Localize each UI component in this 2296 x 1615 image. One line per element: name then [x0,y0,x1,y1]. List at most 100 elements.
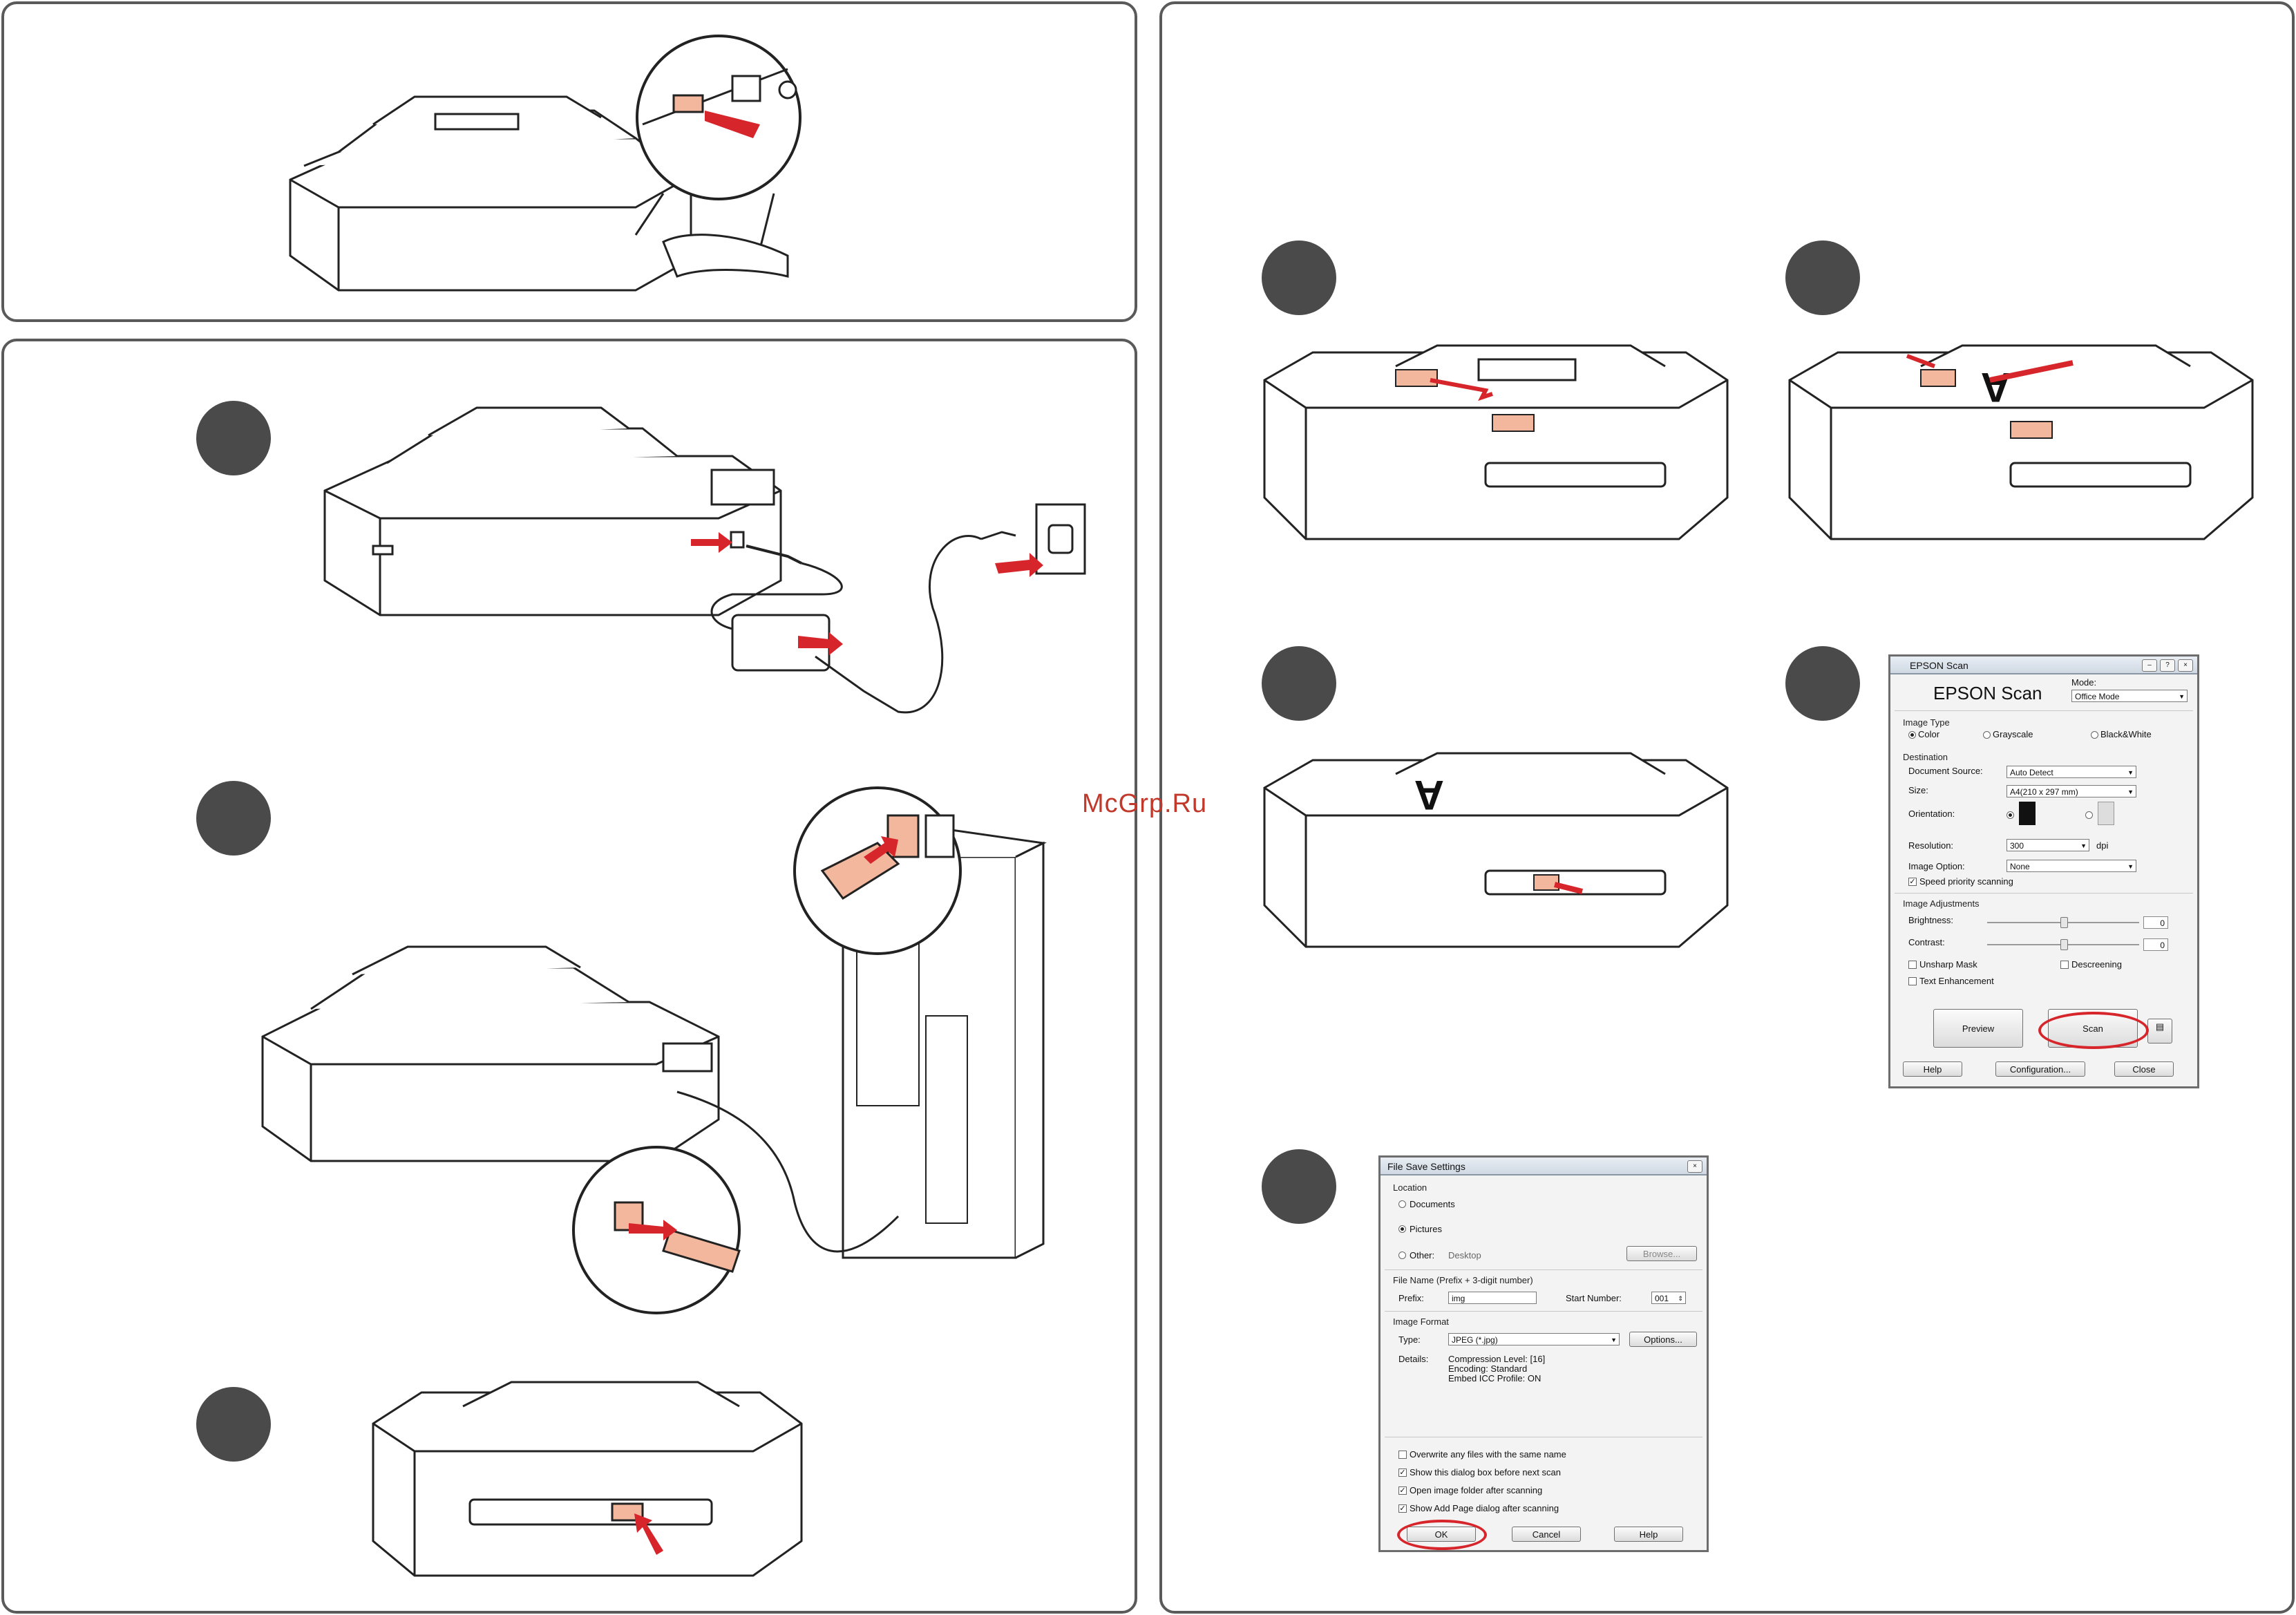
file-save-settings-button[interactable]: ▤ [2147,1019,2172,1043]
landscape-icon [2098,802,2114,825]
cancel-button[interactable]: Cancel [1512,1527,1581,1542]
help-button[interactable]: Help [1614,1527,1683,1542]
epson-scan-logo: EPSON Scan [1933,683,2042,703]
document-source-label: Document Source: [1908,766,1983,776]
mode-label: Mode: [2071,677,2097,688]
image-option-label: Image Option: [1908,861,1965,871]
blackwhite-label: Black&White [2100,729,2152,739]
details-label: Details: [1398,1354,1429,1364]
file-save-titlebar: File Save Settings × [1381,1158,1707,1175]
start-number-input[interactable]: 001⇕ [1651,1292,1686,1304]
start-number-label: Start Number: [1566,1293,1622,1303]
pictures-radio[interactable] [1398,1225,1406,1233]
resolution-unit: dpi [2096,840,2109,851]
pictures-label: Pictures [1410,1224,1442,1234]
scanner-power-button-illustration [372,1381,803,1577]
show-add-page-checkbox[interactable]: ✓ [1398,1504,1407,1513]
unsharp-mask-label: Unsharp Mask [1919,959,1977,970]
unsharp-mask-checkbox[interactable] [1908,961,1917,969]
contrast-thumb[interactable] [2060,939,2068,950]
location-label: Location [1393,1182,1427,1193]
show-dialog-label: Show this dialog box before next scan [1410,1467,1561,1477]
grayscale-label: Grayscale [1993,729,2033,739]
image-adjustments-label: Image Adjustments [1903,898,1980,909]
minimize-button[interactable]: – [2142,659,2157,672]
documents-radio[interactable] [1398,1200,1406,1208]
brightness-label: Brightness: [1908,915,1954,925]
scanner-load-document-illustration: A [1788,344,2254,540]
close-icon[interactable]: × [1687,1160,1702,1173]
portrait-radio[interactable] [2006,811,2014,819]
size-select[interactable]: A4(210 x 297 mm)▼ [2006,785,2136,797]
svg-text:A: A [1981,364,2011,410]
mode-select[interactable]: Office Mode▼ [2071,690,2188,702]
scanner-usb-connection-illustration [261,786,1047,1314]
descreening-label: Descreening [2071,959,2122,970]
scanner-start-button-illustration: A [1263,752,1729,948]
brightness-value[interactable]: 0 [2143,916,2168,929]
overwrite-checkbox[interactable] [1398,1451,1407,1459]
text-enhancement-checkbox[interactable] [1908,977,1917,985]
browse-button[interactable]: Browse... [1626,1246,1697,1261]
step-circle-4 [1262,240,1336,315]
open-folder-label: Open image folder after scanning [1410,1485,1543,1495]
epson-scan-title: EPSON Scan [1910,660,1968,671]
options-button[interactable]: Options... [1629,1332,1697,1347]
close-icon[interactable]: × [2178,659,2193,672]
scan-highlight-ring [2038,1012,2149,1049]
scanner-remove-tape-illustration [289,35,801,292]
type-label: Type: [1398,1334,1421,1345]
step-circle-3 [196,1387,271,1462]
details-line-1: Compression Level: [16] [1448,1354,1546,1364]
other-radio[interactable] [1398,1252,1406,1259]
other-label: Other: [1410,1250,1435,1260]
portrait-icon [2019,802,2036,825]
help-button[interactable]: Help [1903,1061,1962,1077]
contrast-label: Contrast: [1908,937,1945,947]
document-source-select[interactable]: Auto Detect▼ [2006,766,2136,778]
text-enhancement-label: Text Enhancement [1919,976,1994,986]
svg-text:A: A [1414,772,1444,818]
scanner-adjust-guides-illustration [1263,344,1729,540]
contrast-value[interactable]: 0 [2143,938,2168,951]
watermark-text: McGrp.Ru [1082,789,1208,818]
brightness-thumb[interactable] [2060,917,2068,928]
step-circle-2 [196,781,271,856]
documents-label: Documents [1410,1199,1455,1209]
show-dialog-checkbox[interactable]: ✓ [1398,1468,1407,1477]
step-circle-5 [1785,240,1860,315]
configuration-button[interactable]: Configuration... [1995,1061,2085,1077]
open-folder-checkbox[interactable]: ✓ [1398,1486,1407,1495]
grayscale-radio[interactable] [1983,731,1991,739]
type-select[interactable]: JPEG (*.jpg)▼ [1448,1333,1620,1345]
destination-label: Destination [1903,752,1948,762]
prefix-label: Prefix: [1398,1293,1424,1303]
resolution-label: Resolution: [1908,840,1954,851]
preview-button[interactable]: Preview [1933,1009,2023,1048]
image-format-label: Image Format [1393,1316,1449,1327]
epson-scan-titlebar: EPSON Scan – ? × [1890,657,2197,674]
details-line-3: Embed ICC Profile: ON [1448,1373,1541,1383]
color-radio[interactable] [1908,731,1916,739]
file-save-settings-window: File Save Settings × Location Documents … [1378,1155,1709,1552]
orientation-label: Orientation: [1908,809,1955,819]
color-label: Color [1918,729,1940,739]
landscape-radio[interactable] [2085,811,2093,819]
blackwhite-radio[interactable] [2091,731,2098,739]
speed-priority-label: Speed priority scanning [1919,876,2013,887]
help-icon[interactable]: ? [2160,659,2175,672]
resolution-select[interactable]: 300▼ [2006,839,2089,851]
image-option-select[interactable]: None▼ [2006,860,2136,872]
other-path: Desktop [1448,1250,1481,1260]
step-circle-1 [196,401,271,475]
details-line-2: Encoding: Standard [1448,1363,1528,1374]
show-add-page-label: Show Add Page dialog after scanning [1410,1503,1559,1513]
epson-scan-window: EPSON Scan – ? × EPSON Scan Mode: Office… [1888,654,2199,1088]
step-circle-6 [1262,646,1336,721]
close-button[interactable]: Close [2114,1061,2174,1077]
file-save-title: File Save Settings [1387,1161,1465,1172]
speed-priority-checkbox[interactable]: ✓ [1908,878,1917,886]
step-circle-7 [1785,646,1860,721]
descreening-checkbox[interactable] [2060,961,2069,969]
prefix-input[interactable]: img [1448,1292,1537,1304]
